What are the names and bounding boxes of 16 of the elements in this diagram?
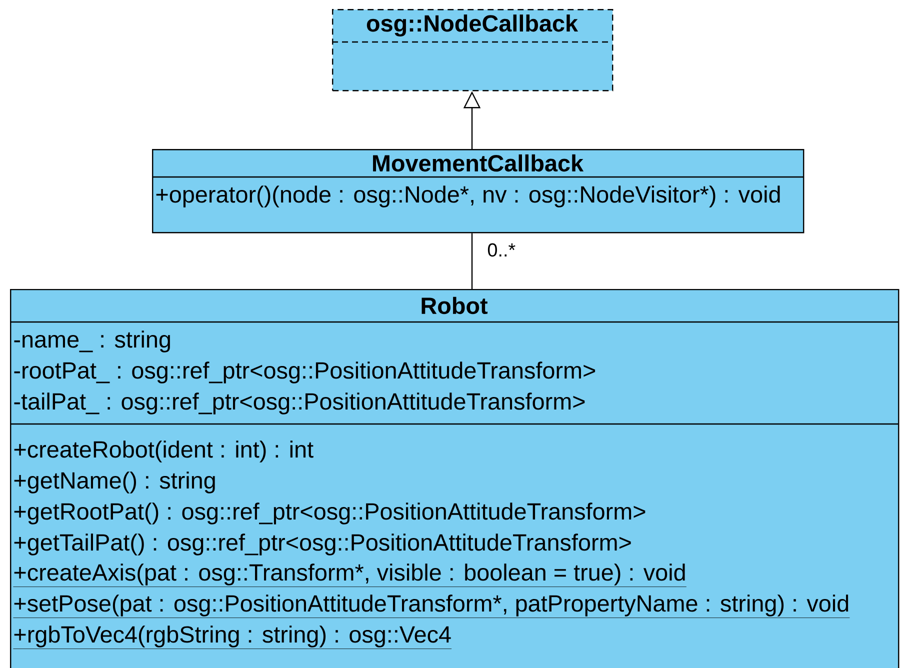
class-name: Robot	[422, 296, 488, 314]
attribute-text: -rootPat_ : osg::ref_ptr<osg::PositionAttitudeTransform>	[14, 362, 596, 384]
operation-text: +rgbToVec4(rgbString : string) : osg::Vec4	[13, 626, 452, 649]
class-name: MovementCallback	[373, 154, 584, 172]
operation-text: +setPose(pat : osg::PositionAttitudeTransform*, patPropertyName : string) : void	[13, 594, 850, 618]
association-line	[471, 233, 473, 289]
attribute-text: -name_ : string	[14, 330, 170, 352]
operation-text: +operator()(node : osg::Node*, nv : osg::NodeVisitor*) : void	[156, 186, 780, 208]
operation-text: +createAxis(pat : osg::Transform*, visible : boolean = true) : void	[13, 564, 687, 587]
attribute-text: -tailPat_ : osg::ref_ptr<osg::PositionAttitudeTransform>	[14, 392, 585, 414]
class-name: osg::NodeCallback	[366, 14, 578, 36]
operation-text: +createRobot(ident : int) : int	[14, 440, 314, 462]
operation-text: +getTailPat() : osg::ref_ptr<osg::PositionAttitudeTransform>	[14, 534, 631, 556]
operation-text: +getName() : string	[14, 472, 215, 494]
multiplicity-label: 0..*	[488, 243, 516, 257]
operation-text: +getRootPat() : osg::ref_ptr<osg::PositionAttitudeTransform>	[14, 502, 646, 524]
